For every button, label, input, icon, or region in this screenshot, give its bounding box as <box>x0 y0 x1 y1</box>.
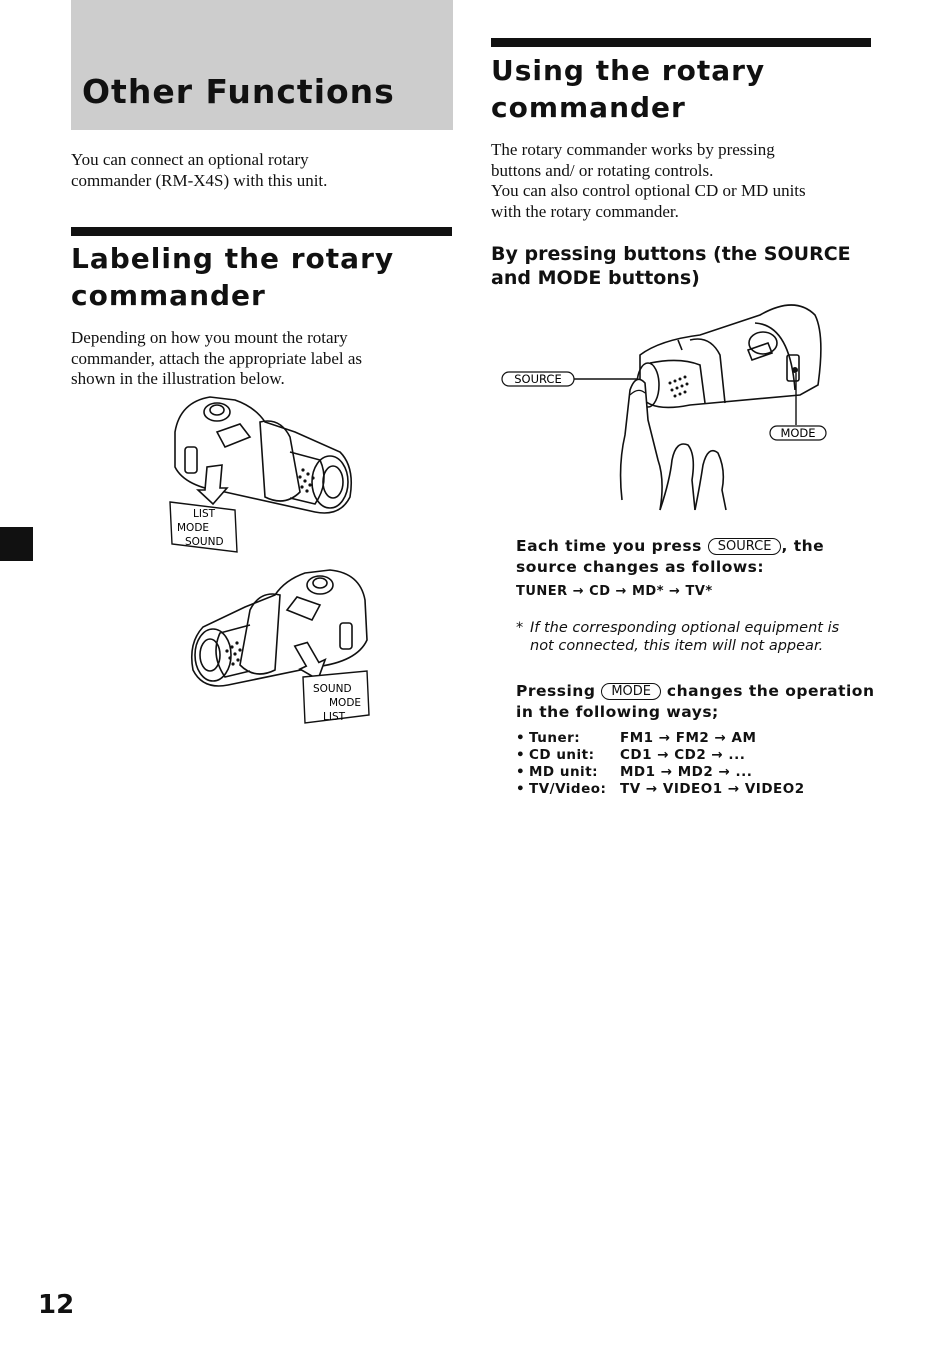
using-body: The rotary commander works by pressing b… <box>491 140 806 222</box>
label-bottom-line-1: SOUND <box>313 683 352 695</box>
page-number: 12 <box>38 1290 75 1320</box>
label-top-line-2: MODE <box>177 522 209 534</box>
mode-change-line-2: in the following ways; <box>516 703 719 721</box>
mode-row-label: CD unit: <box>529 747 595 763</box>
labeling-body-line: Depending on how you mount the rotary <box>71 328 348 347</box>
chapter-header-box <box>71 0 453 130</box>
footnote-mark: * <box>516 620 524 636</box>
arrow-icon: → <box>669 584 681 599</box>
label-top-line-1: LIST <box>193 508 216 520</box>
section-tab-marker <box>0 527 33 561</box>
using-body-line: buttons and/ or rotating controls. <box>491 160 714 180</box>
footnote-line: not connected, this item will not appear… <box>530 638 824 654</box>
arrow-icon: → <box>572 584 585 599</box>
mode-row-label: MD unit: <box>529 764 599 780</box>
arrow-icon: → <box>615 584 627 599</box>
mode-button-label: MODE <box>780 426 815 440</box>
intro-text: You can connect an optional rotary comma… <box>71 150 327 191</box>
using-heading-line: Using the rotary <box>491 54 766 87</box>
mode-change-prefix: Pressing <box>516 682 596 700</box>
pressing-heading-line: By pressing buttons (the SOURCE <box>491 243 851 265</box>
using-heading-line: commander <box>491 91 686 124</box>
labeling-body-line: commander, attach the appropriate label … <box>71 348 363 368</box>
source-seq-item: MD* <box>631 584 665 599</box>
using-body-line: You can also control optional CD or MD u… <box>491 181 806 200</box>
mode-row-sequence: MD1 → MD2 → ... <box>620 764 753 780</box>
source-seq-item: TUNER <box>516 584 568 599</box>
labeling-heading-line: commander <box>71 279 266 312</box>
bullet-icon: • <box>516 764 526 780</box>
source-change-line-1: Each time you press SOURCE, the <box>516 536 824 557</box>
chapter-title: Other Functions <box>82 72 395 111</box>
rotary-commander-illustration-bottom: SOUND MODE LIST <box>190 569 370 724</box>
labeling-heading: Labeling the rotary commander <box>71 240 394 314</box>
source-seq-item: TV* <box>685 584 713 599</box>
bullet-icon: • <box>516 747 526 763</box>
source-footnote: * If the corresponding optional equipmen… <box>516 619 839 655</box>
intro-line: You can connect an optional rotary <box>71 150 309 169</box>
using-heading: Using the rotary commander <box>491 52 765 126</box>
source-button-key: SOURCE <box>707 538 782 555</box>
label-top-line-3: SOUND <box>185 536 224 548</box>
pressing-buttons-illustration: SOURCE MODE <box>501 304 827 511</box>
using-body-line: with the rotary commander. <box>491 201 679 221</box>
source-sequence: TUNER → CD → MD* → TV* <box>516 584 713 599</box>
bullet-icon: • <box>516 730 526 746</box>
footnote-line: If the corresponding optional equipment … <box>530 620 840 636</box>
mode-row-sequence: TV → VIDEO1 → VIDEO2 <box>620 781 805 797</box>
section-rule <box>71 227 452 236</box>
source-seq-item: CD <box>589 584 611 599</box>
labeling-body: Depending on how you mount the rotary co… <box>71 328 362 390</box>
rotary-commander-illustration-top: LIST MODE SOUND <box>169 396 353 553</box>
using-body-line: The rotary commander works by pressing <box>491 140 775 159</box>
source-change-line-2: source changes as follows: <box>516 558 765 576</box>
mode-change-suffix: changes the operation <box>666 682 875 700</box>
mode-button-key: MODE <box>601 683 662 700</box>
pressing-heading-line: and MODE buttons) <box>491 267 700 289</box>
mode-change-instruction: Pressing MODE changes the operation in t… <box>516 681 875 723</box>
source-change-prefix: Each time you press <box>516 537 702 555</box>
mode-row-sequence: FM1 → FM2 → AM <box>620 730 757 746</box>
source-button-label: SOURCE <box>514 372 561 386</box>
labeling-body-line: shown in the illustration below. <box>71 369 285 388</box>
section-rule <box>491 38 871 47</box>
source-change-instruction: Each time you press SOURCE, the source c… <box>516 536 824 578</box>
mode-change-line-1: Pressing MODE changes the operation <box>516 681 875 702</box>
label-bottom-line-3: LIST <box>323 711 346 723</box>
label-bottom-line-2: MODE <box>329 697 361 709</box>
mode-row-sequence: CD1 → CD2 → ... <box>620 747 746 763</box>
mode-row-label: Tuner: <box>529 730 581 746</box>
labeling-heading-line: Labeling the rotary <box>71 242 395 275</box>
pressing-heading: By pressing buttons (the SOURCE and MODE… <box>491 242 851 290</box>
mode-row-label: TV/Video: <box>529 781 607 797</box>
source-change-suffix: , the <box>781 537 825 555</box>
intro-line: commander (RM-X4S) with this unit. <box>71 170 328 190</box>
bullet-icon: • <box>516 781 526 797</box>
